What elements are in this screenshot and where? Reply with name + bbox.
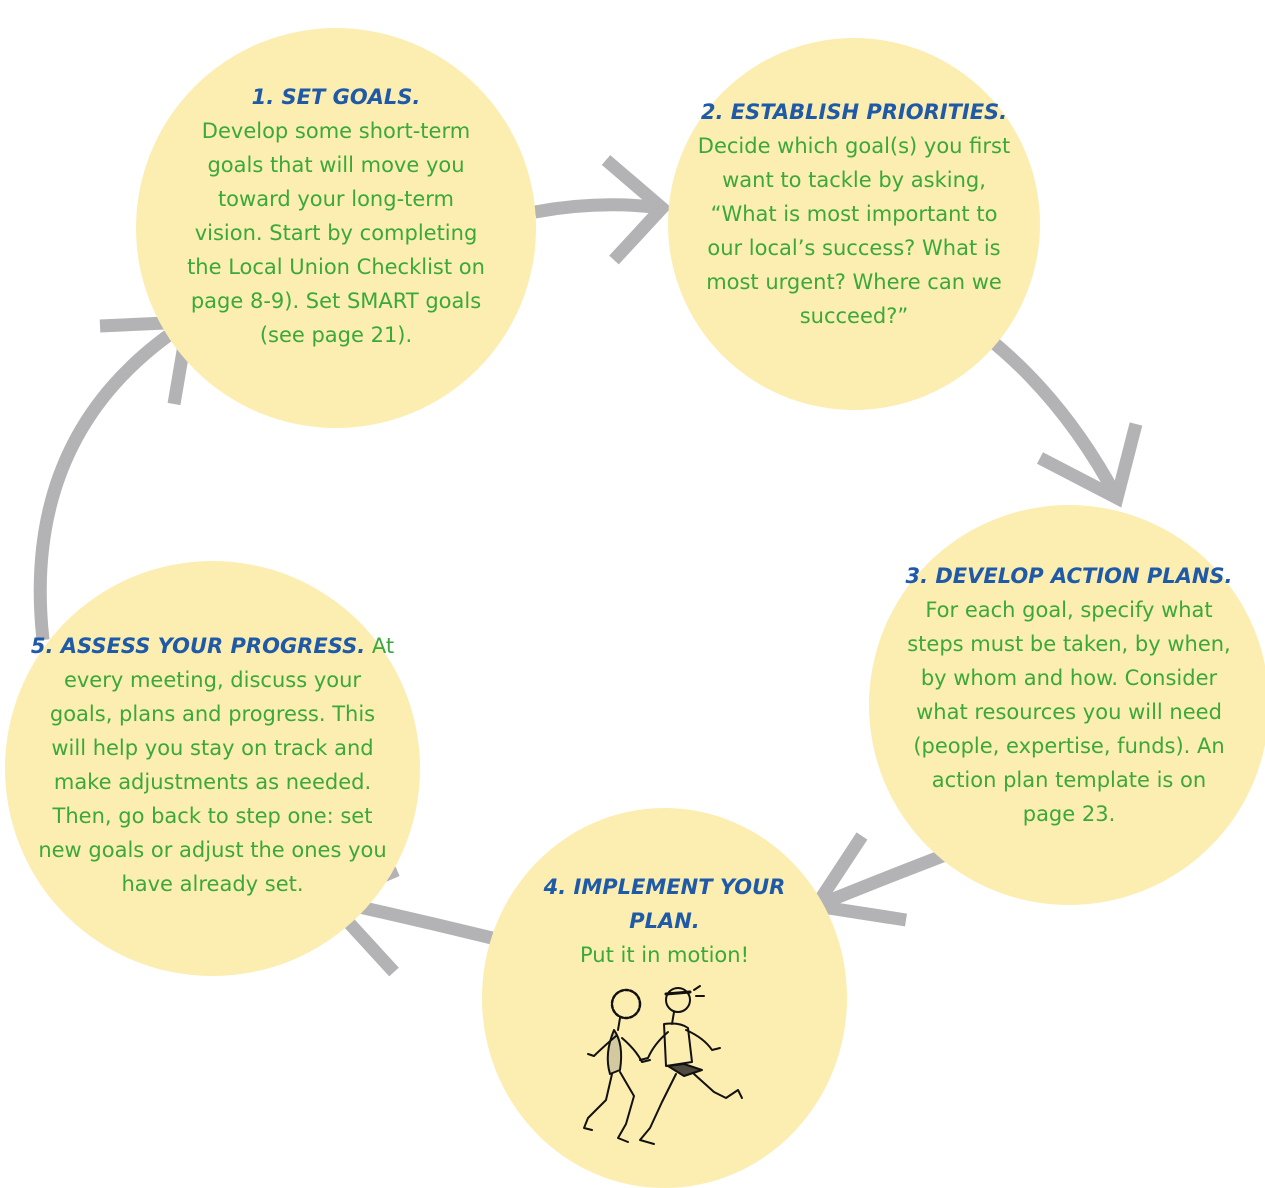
step-5-description: At every meeting, discuss your goals, pl… [38,633,395,896]
step-3-heading: 3. DEVELOP ACTION PLANS. [905,564,1233,588]
step-5-heading: 5. ASSESS YOUR PROGRESS. [30,633,366,658]
step-4-text: 4. IMPLEMENT YOUR PLAN. Put it in motion… [535,870,795,972]
step-2-text: 2. ESTABLISH PRIORITIES. Decide which go… [694,95,1014,333]
runners-illustration [582,985,743,1145]
step-4-description: Put it in motion! [579,943,750,967]
step-1-description: Develop some short-term goals that will … [187,119,485,347]
step-1-set-goals: 1. SET GOALS. Develop some short-term go… [136,28,536,428]
step-1-text: 1. SET GOALS. Develop some short-term go… [186,80,486,352]
arrow-step5-to-step1 [33,316,192,641]
arrow-step2-to-step3 [983,332,1123,502]
arrowhead-step1-to-step2 [601,155,672,265]
step-1-heading: 1. SET GOALS. [251,85,421,109]
arrow-step1-to-step2 [533,198,663,219]
step-5-text: 5. ASSESS YOUR PROGRESS. At every meetin… [30,629,395,901]
arrow-step3-to-step4 [813,848,948,913]
arrowhead-step2-to-step3 [1037,422,1143,508]
step-3-develop-action-plans: 3. DEVELOP ACTION PLANS. For each goal, … [869,505,1265,905]
step-2-establish-priorities: 2. ESTABLISH PRIORITIES. Decide which go… [668,38,1040,410]
step-4-implement-your-plan: 4. IMPLEMENT YOUR PLAN. Put it in motion… [482,808,847,1188]
step-5-assess-your-progress: 5. ASSESS YOUR PROGRESS. At every meetin… [5,561,420,976]
step-2-description: Decide which goal(s) you first want to t… [697,134,1011,328]
step-4-heading: 4. IMPLEMENT YOUR PLAN. [543,875,786,933]
step-3-description: For each goal, specify what steps must b… [907,598,1231,826]
step-3-text: 3. DEVELOP ACTION PLANS. For each goal, … [904,559,1234,831]
step-2-heading: 2. ESTABLISH PRIORITIES. [700,100,1008,124]
